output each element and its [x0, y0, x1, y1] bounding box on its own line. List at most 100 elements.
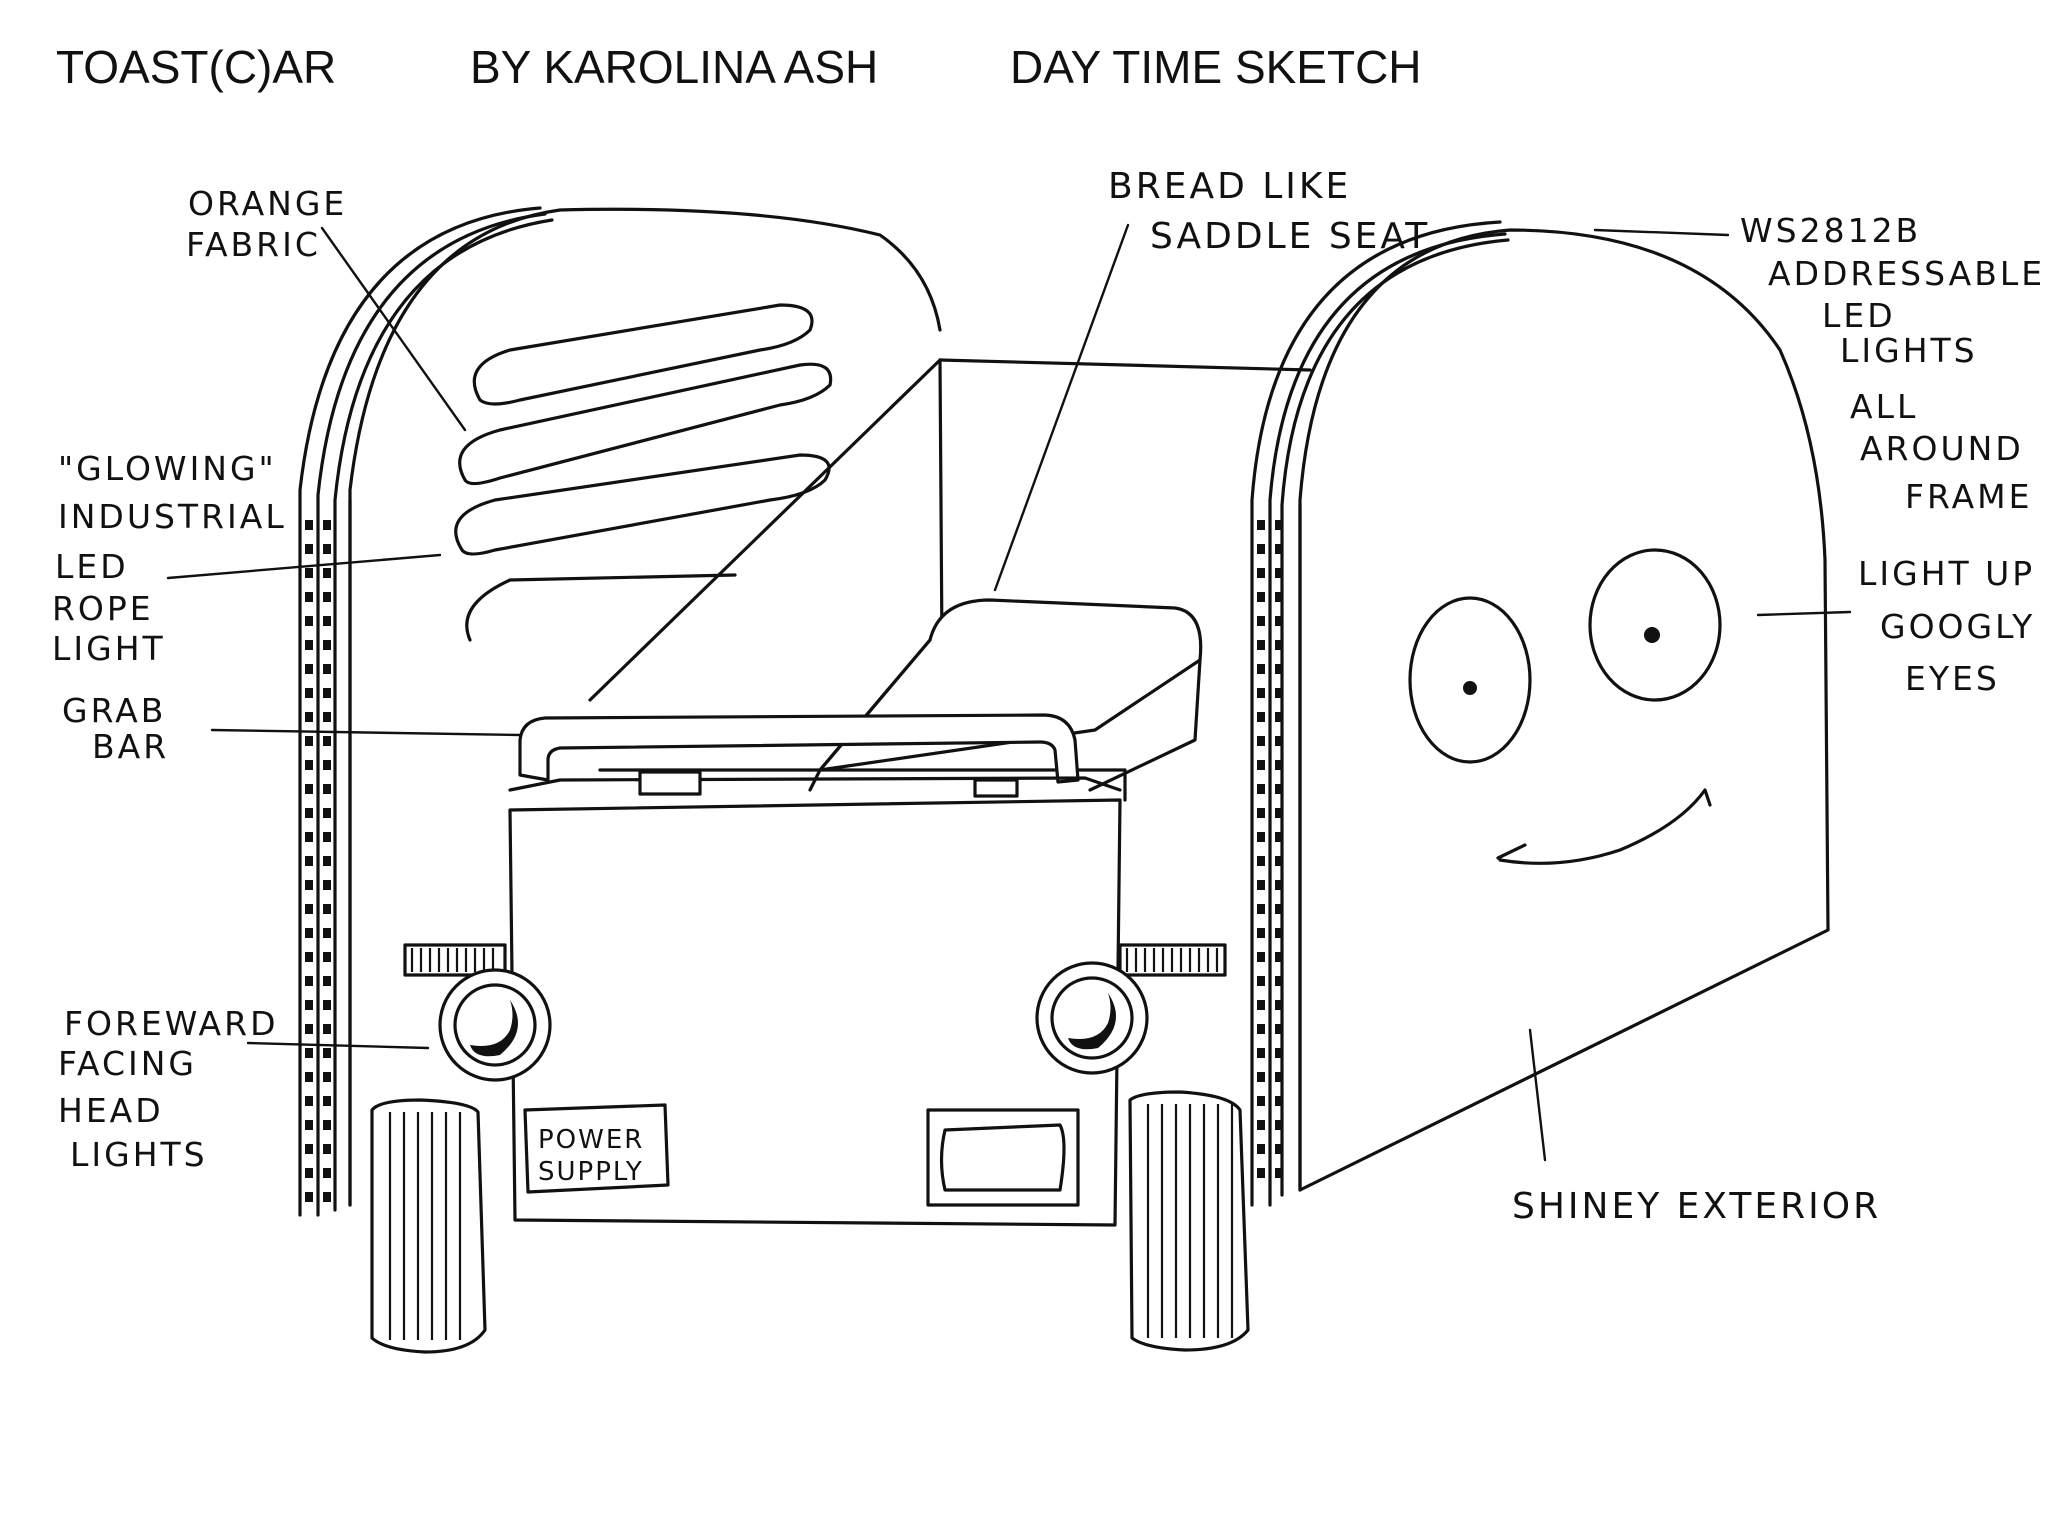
- led-dot: [323, 952, 331, 962]
- led-dot: [1257, 1000, 1265, 1010]
- led-dot: [1275, 640, 1283, 650]
- led-dot: [305, 688, 313, 698]
- led-dot: [305, 904, 313, 914]
- bread-saddle-seat: [808, 598, 1203, 792]
- led-dot: [1257, 1144, 1265, 1154]
- right-led-strip-dots: [1257, 520, 1283, 1178]
- led-dot: [323, 808, 331, 818]
- orange-fabric-loops: [454, 303, 833, 642]
- led-dot: [1275, 616, 1283, 626]
- led-dot: [323, 1144, 331, 1154]
- led-dot: [305, 1024, 313, 1034]
- note-all-around: ALL AROUND FRAME: [1850, 387, 2029, 516]
- note-head-lights-line1: FOREWARD: [64, 1004, 278, 1043]
- led-dot: [1257, 784, 1265, 794]
- led-dot: [323, 568, 331, 578]
- led-dot: [305, 1168, 313, 1178]
- note-head-lights-line4: LIGHTS: [70, 1135, 208, 1174]
- smile: [1496, 788, 1712, 865]
- led-dot: [305, 760, 313, 770]
- led-dot: [323, 1048, 331, 1058]
- note-glowing-line5: LIGHT: [52, 629, 166, 668]
- led-dot: [1275, 1000, 1283, 1010]
- leader-lines: [166, 223, 1852, 1162]
- led-dot: [323, 544, 331, 554]
- led-dot: [323, 688, 331, 698]
- led-dot: [305, 880, 313, 890]
- note-all-line1: ALL: [1850, 387, 1918, 426]
- led-dot: [1257, 1096, 1265, 1106]
- led-dot: [1257, 640, 1265, 650]
- led-dot: [1257, 688, 1265, 698]
- note-saddle-seat: BREAD LIKE SADDLE SEAT: [1108, 166, 1427, 257]
- right-headlight: [1035, 961, 1149, 1075]
- led-dot: [323, 832, 331, 842]
- led-dot: [323, 880, 331, 890]
- led-dot: [305, 664, 313, 674]
- note-head-lights-line2: FACING: [58, 1044, 197, 1083]
- led-dot: [1257, 1168, 1265, 1178]
- led-dot: [323, 592, 331, 602]
- led-dot: [323, 856, 331, 866]
- led-dot: [1257, 928, 1265, 938]
- note-ws-line2: ADDRESSABLE: [1768, 254, 2045, 293]
- sketch-title: TOAST(C)AR: [56, 41, 337, 93]
- note-glowing-line2: INDUSTRIAL: [58, 497, 287, 536]
- note-orange-fabric-line2: FABRIC: [186, 225, 321, 264]
- led-dot: [1275, 976, 1283, 986]
- led-dot: [1275, 952, 1283, 962]
- note-grab-bar-line2: BAR: [92, 727, 169, 766]
- led-dot: [323, 640, 331, 650]
- note-head-lights: FOREWARD FACING HEAD LIGHTS: [58, 1004, 278, 1174]
- led-dot: [323, 520, 331, 530]
- note-grab-bar: GRAB BAR: [62, 691, 169, 766]
- right-side-panel: [1250, 220, 1830, 1207]
- led-dot: [305, 544, 313, 554]
- led-dot: [323, 1120, 331, 1130]
- note-ws-line4: LIGHTS: [1840, 331, 1978, 370]
- left-headlight: [438, 968, 552, 1082]
- led-dot: [1257, 736, 1265, 746]
- led-dot: [1275, 808, 1283, 818]
- led-dot: [1275, 664, 1283, 674]
- note-eyes-line3: EYES: [1905, 659, 2000, 698]
- led-dot: [1257, 664, 1265, 674]
- note-ws2812b: WS2812B ADDRESSABLE LED LIGHTS: [1740, 211, 2045, 370]
- led-dot: [1257, 808, 1265, 818]
- note-exterior-line1: SHINEY EXTERIOR: [1512, 1186, 1881, 1227]
- led-dot: [305, 736, 313, 746]
- led-dot: [323, 976, 331, 986]
- led-dot: [1275, 856, 1283, 866]
- note-glowing-line3: LED: [55, 547, 129, 586]
- note-orange-fabric: ORANGE FABRIC: [186, 184, 347, 264]
- led-dot: [1275, 904, 1283, 914]
- led-dot: [1257, 1120, 1265, 1130]
- led-dot: [305, 784, 313, 794]
- led-dot: [1257, 904, 1265, 914]
- led-dot: [1257, 616, 1265, 626]
- led-dot: [1275, 688, 1283, 698]
- led-dot: [305, 1144, 313, 1154]
- led-dot: [323, 664, 331, 674]
- led-dot: [323, 904, 331, 914]
- led-dot: [323, 1192, 331, 1202]
- led-dot: [323, 784, 331, 794]
- led-dot: [323, 760, 331, 770]
- led-dot: [305, 1120, 313, 1130]
- led-dot: [323, 1096, 331, 1106]
- note-orange-fabric-line1: ORANGE: [188, 184, 347, 223]
- led-dot: [323, 616, 331, 626]
- led-dot: [305, 952, 313, 962]
- led-dot: [305, 1048, 313, 1058]
- note-ws-line3: LED: [1822, 296, 1896, 335]
- led-dot: [305, 616, 313, 626]
- led-dot: [1257, 880, 1265, 890]
- led-dot: [1275, 928, 1283, 938]
- led-dot: [1275, 1144, 1283, 1154]
- led-dot: [305, 1000, 313, 1010]
- led-dot: [1275, 760, 1283, 770]
- grab-bar: [508, 713, 1122, 798]
- led-dot: [305, 976, 313, 986]
- led-dot: [323, 1000, 331, 1010]
- led-dot: [1257, 952, 1265, 962]
